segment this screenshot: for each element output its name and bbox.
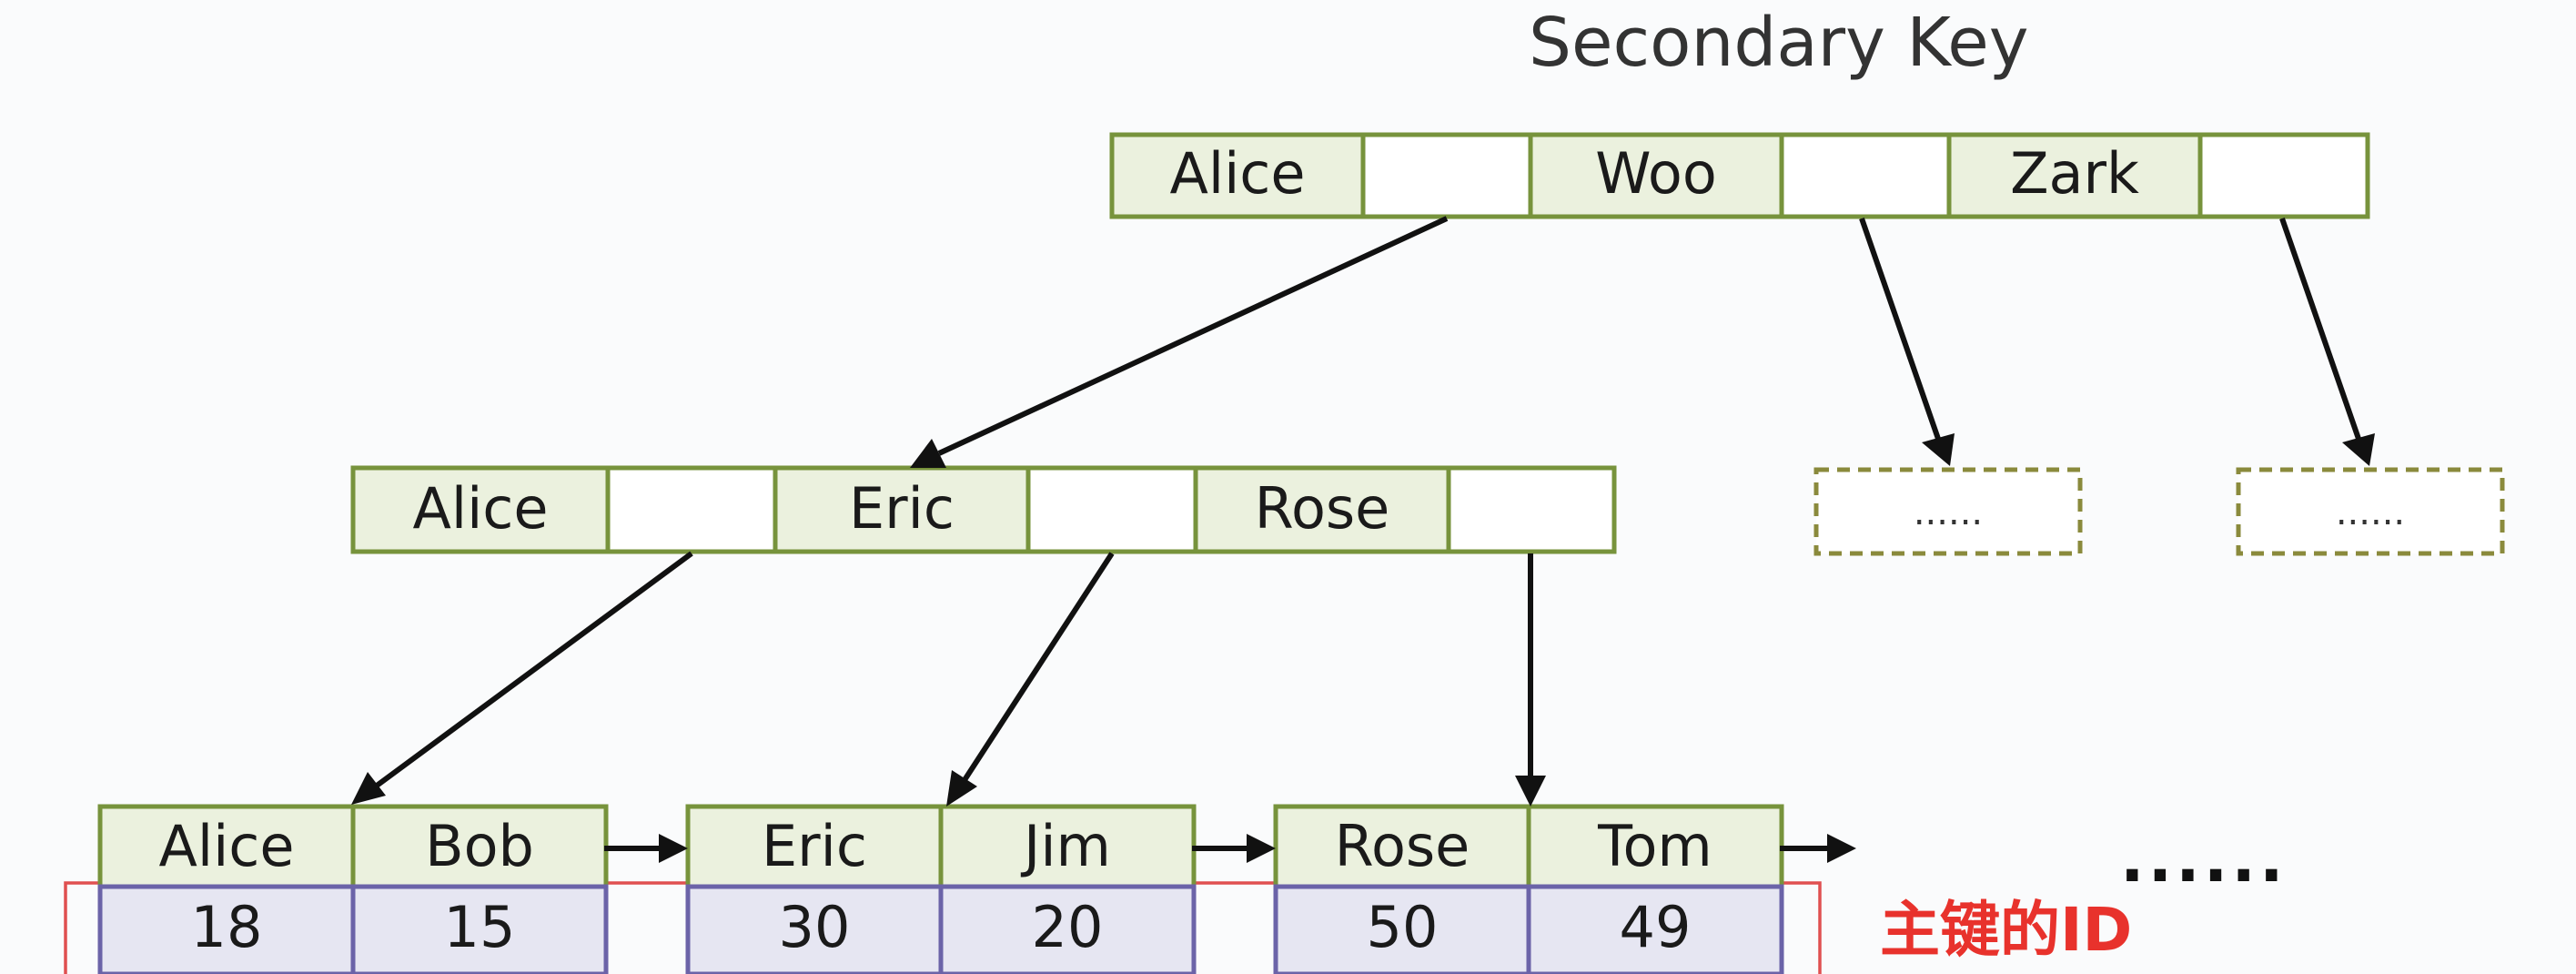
leaf-id-value: 50 [1367, 894, 1439, 960]
leaf-id-value: 18 [191, 894, 263, 960]
arrowhead-icon [1827, 834, 1856, 863]
root-key-cell [1946, 132, 2203, 219]
leaf-key-cell [685, 804, 944, 889]
inner-pointer-cell [1446, 465, 1617, 554]
root-key-cell [1109, 132, 1366, 219]
pointer-arrow [937, 216, 1449, 456]
continuation-dots: ...... [2120, 822, 2288, 897]
inner-key-cell [773, 465, 1031, 554]
inner-node: Alice Eric Rose [350, 465, 1617, 554]
arrowhead-icon [1247, 834, 1276, 863]
inner-key-label: Eric [849, 475, 955, 542]
inner-key-label: Rose [1255, 475, 1390, 542]
leaf-id-cell [350, 884, 609, 974]
diagram-title: Secondary Key [1529, 4, 2029, 82]
inner-key-label: Alice [412, 475, 548, 542]
placeholder-dots: ...... [1914, 492, 1983, 533]
arrowhead-icon [351, 772, 386, 805]
placeholder-node: ...... [1813, 467, 2083, 556]
leaf-id-value: 20 [1032, 894, 1104, 960]
root-key-cell [1528, 132, 1784, 219]
pointer-arrow [371, 551, 693, 791]
leaf-id-value: 30 [779, 894, 851, 960]
leaf-id-value: 49 [1620, 894, 1692, 960]
leaf-id-cell [97, 884, 356, 974]
root-pointer-cell [2197, 132, 2370, 219]
leaf-key-cell [97, 804, 356, 889]
root-key-label: Woo [1595, 140, 1717, 207]
leaf-key-label: Tom [1597, 813, 1712, 879]
arrowhead-icon [910, 439, 946, 468]
arrowhead-icon [946, 770, 977, 807]
leaf-key-label: Eric [762, 813, 867, 879]
leaf-id-cell [938, 884, 1197, 974]
leaf-node: Alice Bob 18 15 [97, 804, 609, 974]
leaf-key-label: Rose [1335, 813, 1470, 879]
pointer-arrow [2279, 218, 2361, 440]
leaf-node: Eric Jim 30 20 [685, 804, 1197, 974]
leaf-key-label: Jim [1020, 813, 1111, 879]
inner-pointer-cell [605, 465, 778, 554]
leaf-id-cell [1526, 884, 1784, 974]
inner-pointer-cell [1025, 465, 1198, 554]
leaf-key-label: Alice [158, 813, 294, 879]
root-pointer-cell [1779, 132, 1952, 219]
arrowhead-icon [1922, 433, 1955, 466]
root-pointer-cell [1360, 132, 1533, 219]
placeholder-node: ...... [2236, 467, 2505, 556]
leaf-id-value: 15 [444, 894, 516, 960]
root-node: Alice Woo Zark [1109, 132, 2370, 219]
root-key-label: Zark [2010, 140, 2139, 207]
leaf-key-label: Bob [425, 813, 534, 879]
pointer-arrow [960, 552, 1115, 785]
primary-key-id-label: 主键的ID [1880, 895, 2132, 965]
pointer-arrow [1859, 218, 1941, 440]
arrowhead-icon [659, 834, 688, 863]
leaf-node: Rose Tom 50 49 [1273, 804, 1784, 974]
arrowhead-icon [2342, 433, 2375, 466]
leaf-id-cell [1273, 884, 1531, 974]
placeholder-dots: ...... [2336, 492, 2405, 533]
arrowhead-icon [1515, 776, 1546, 807]
root-key-label: Alice [1169, 140, 1305, 207]
inner-key-cell [1193, 465, 1451, 554]
